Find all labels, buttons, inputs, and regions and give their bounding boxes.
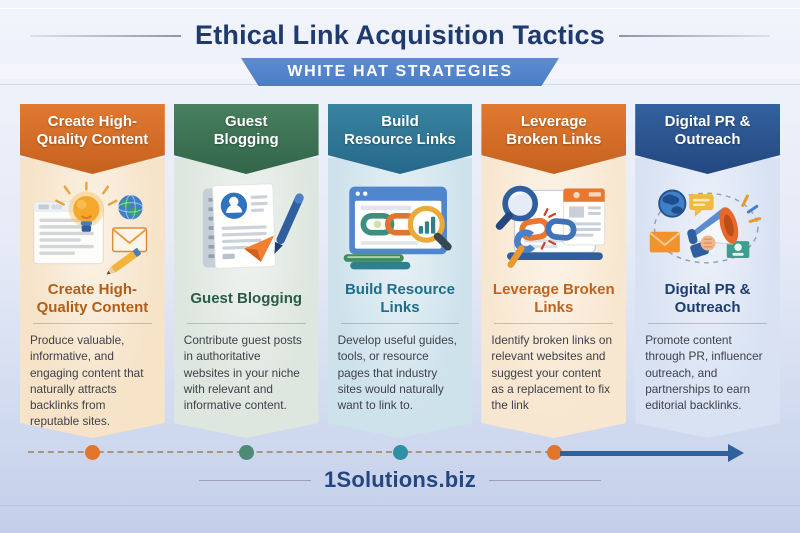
column-body: Digital PR & Outreach Promote content th…: [635, 158, 780, 438]
timeline-dot: [546, 445, 562, 460]
column-leverage-broken-links: Leverage Broken Links: [481, 104, 627, 438]
column-title: Guest Blogging: [190, 289, 303, 307]
brand-rule-right: [488, 479, 601, 481]
card-divider: [341, 323, 460, 324]
column-description: Identify broken links on relevant websit…: [491, 333, 613, 413]
title-rule-left: [30, 34, 182, 37]
title-rule-right: [619, 34, 771, 37]
column-header-ribbon: Create High- Quality Content: [20, 104, 165, 174]
column-title: Leverage Broken Links: [492, 280, 615, 316]
column-body: Build Resource Links Develop useful guid…: [328, 158, 473, 438]
broken-links-illustration: [481, 178, 626, 278]
background-streak: [0, 505, 800, 506]
card-divider: [187, 323, 306, 324]
brand-rule-left: [199, 479, 312, 481]
card-divider: [494, 323, 613, 324]
background-streak: [0, 8, 800, 9]
column-guest-blogging: Guest Blogging: [173, 104, 319, 438]
banner-label: WHITE HAT STRATEGIES: [287, 63, 513, 80]
white-hat-banner: WHITE HAT STRATEGIES: [241, 58, 559, 86]
lightbulb-content-illustration: [20, 178, 165, 278]
column-body: Create High- Quality Content Produce val…: [20, 158, 165, 438]
timeline-dot: [85, 445, 101, 460]
column-digital-pr-outreach: Digital PR & Outreach: [635, 104, 780, 438]
column-header-label: Leverage Broken Links: [506, 113, 602, 148]
guest-post-illustration: [174, 178, 319, 278]
column-description: Contribute guest posts in authoritative …: [183, 333, 302, 413]
footer-brand: 1Solutions.biz: [0, 467, 800, 493]
timeline: [20, 443, 780, 462]
card-divider: [648, 323, 767, 324]
resource-links-illustration: [328, 178, 473, 278]
column-body: Guest Blogging Contribute guest posts in…: [174, 158, 319, 438]
column-title: Create High- Quality Content: [36, 280, 149, 316]
title-row: Ethical Link Acquisition Tactics: [30, 20, 771, 51]
card-divider: [33, 323, 152, 324]
column-header-label: Digital PR & Outreach: [664, 113, 751, 148]
timeline-arrow: [559, 443, 745, 462]
column-description: Develop useful guides, tools, or resourc…: [337, 333, 457, 413]
column-description: Produce valuable, informative, and engag…: [30, 333, 144, 429]
column-create-content: Create High- Quality Content: [20, 104, 165, 438]
column-body: Leverage Broken Links Identify broken li…: [481, 158, 626, 438]
brand-name: 1Solutions.biz: [324, 467, 476, 492]
tactics-columns: Create High- Quality Content: [20, 104, 780, 438]
column-title: Build Resource Links: [344, 280, 455, 316]
column-title: Digital PR & Outreach: [664, 280, 751, 316]
timeline-dashed-line: [28, 451, 561, 453]
timeline-dot: [239, 445, 255, 460]
page-title: Ethical Link Acquisition Tactics: [195, 20, 605, 50]
column-description: Promote content through PR, influencer o…: [645, 333, 763, 413]
megaphone-outreach-illustration: [635, 178, 780, 278]
timeline-dot: [393, 445, 408, 460]
column-build-resource-links: Build Resource Links: [327, 104, 473, 438]
column-header-label: Build Resource Links: [344, 113, 456, 148]
column-header-label: Create High- Quality Content: [36, 113, 149, 148]
column-header-label: Guest Blogging: [213, 113, 279, 148]
